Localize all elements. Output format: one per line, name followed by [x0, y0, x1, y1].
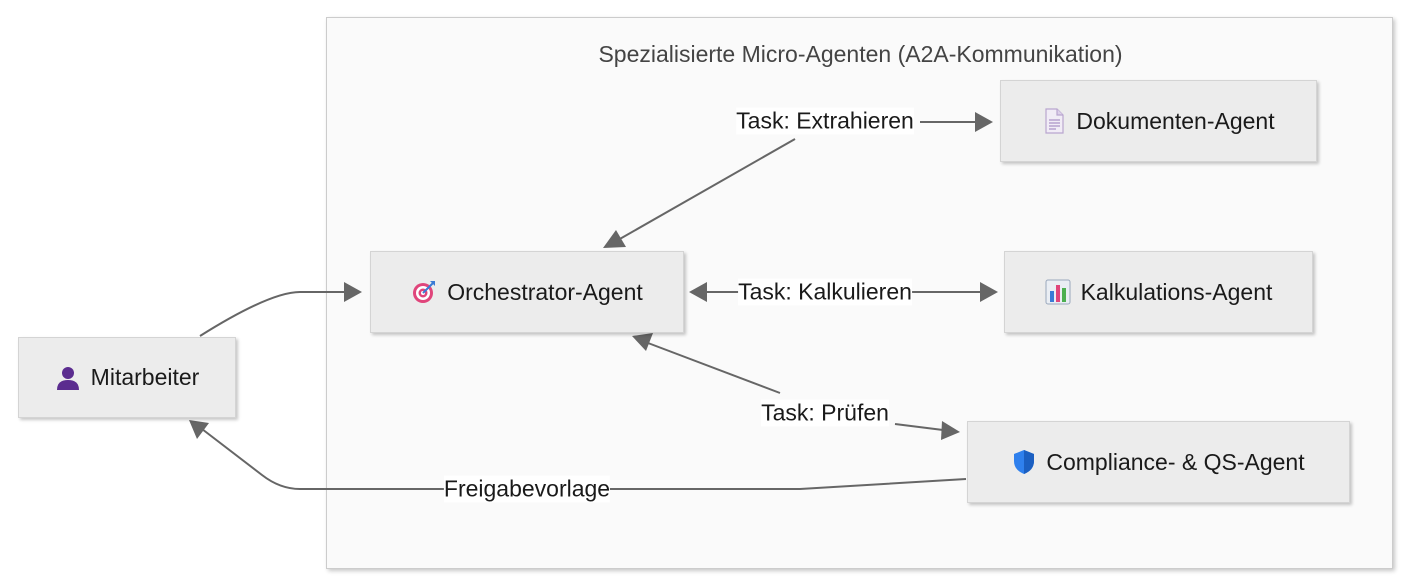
- edge-pruefen: [647, 342, 781, 394]
- cluster-title: Spezialisierte Micro-Agenten (A2A-Kommun…: [598, 41, 1123, 67]
- arrowhead-orchestrator-in: [344, 282, 362, 302]
- edge-mitarbeiter-to-orchestrator: [199, 291, 344, 337]
- target-icon: [411, 279, 437, 305]
- node-label: Mitarbeiter: [90, 364, 200, 390]
- edge-label-pruefen: Task: Prüfen: [761, 399, 889, 427]
- node-orchestrator[interactable]: Orchestrator-Agent: [370, 251, 684, 333]
- edge-extrahieren: [617, 138, 796, 241]
- shield-icon: [1012, 449, 1036, 475]
- edge-pruefen-right: [894, 423, 944, 431]
- document-icon: [1042, 108, 1066, 134]
- edge-label-kalkulieren: Task: Kalkulieren: [738, 278, 912, 306]
- arrowhead-kalkulieren-back: [689, 282, 707, 302]
- node-label: Compliance- & QS-Agent: [1046, 448, 1305, 475]
- edge-label-freigabe: Freigabevorlage: [443, 475, 611, 503]
- arrowhead-extrahieren: [975, 112, 993, 132]
- bar-chart-icon: [1045, 279, 1071, 305]
- arrowhead-pruefen: [941, 421, 960, 440]
- arrowhead-freigabe: [189, 420, 209, 439]
- node-mitarbeiter[interactable]: Mitarbeiter: [18, 337, 236, 418]
- node-label: Dokumenten-Agent: [1076, 107, 1275, 134]
- node-label: Orchestrator-Agent: [447, 278, 643, 305]
- arrowhead-extrahieren-back: [603, 230, 626, 248]
- node-kalkulations[interactable]: Kalkulations-Agent: [1004, 251, 1313, 333]
- node-label: Kalkulations-Agent: [1080, 278, 1273, 305]
- arrowhead-pruefen-back: [632, 333, 653, 351]
- arrowhead-kalkulieren: [980, 282, 998, 302]
- edge-freigabe: [201, 428, 967, 490]
- edge-label-extrahieren: Task: Extrahieren: [736, 107, 914, 135]
- person-icon: [55, 365, 81, 391]
- node-dokumenten[interactable]: Dokumenten-Agent: [1000, 80, 1317, 162]
- node-compliance[interactable]: Compliance- & QS-Agent: [967, 421, 1350, 503]
